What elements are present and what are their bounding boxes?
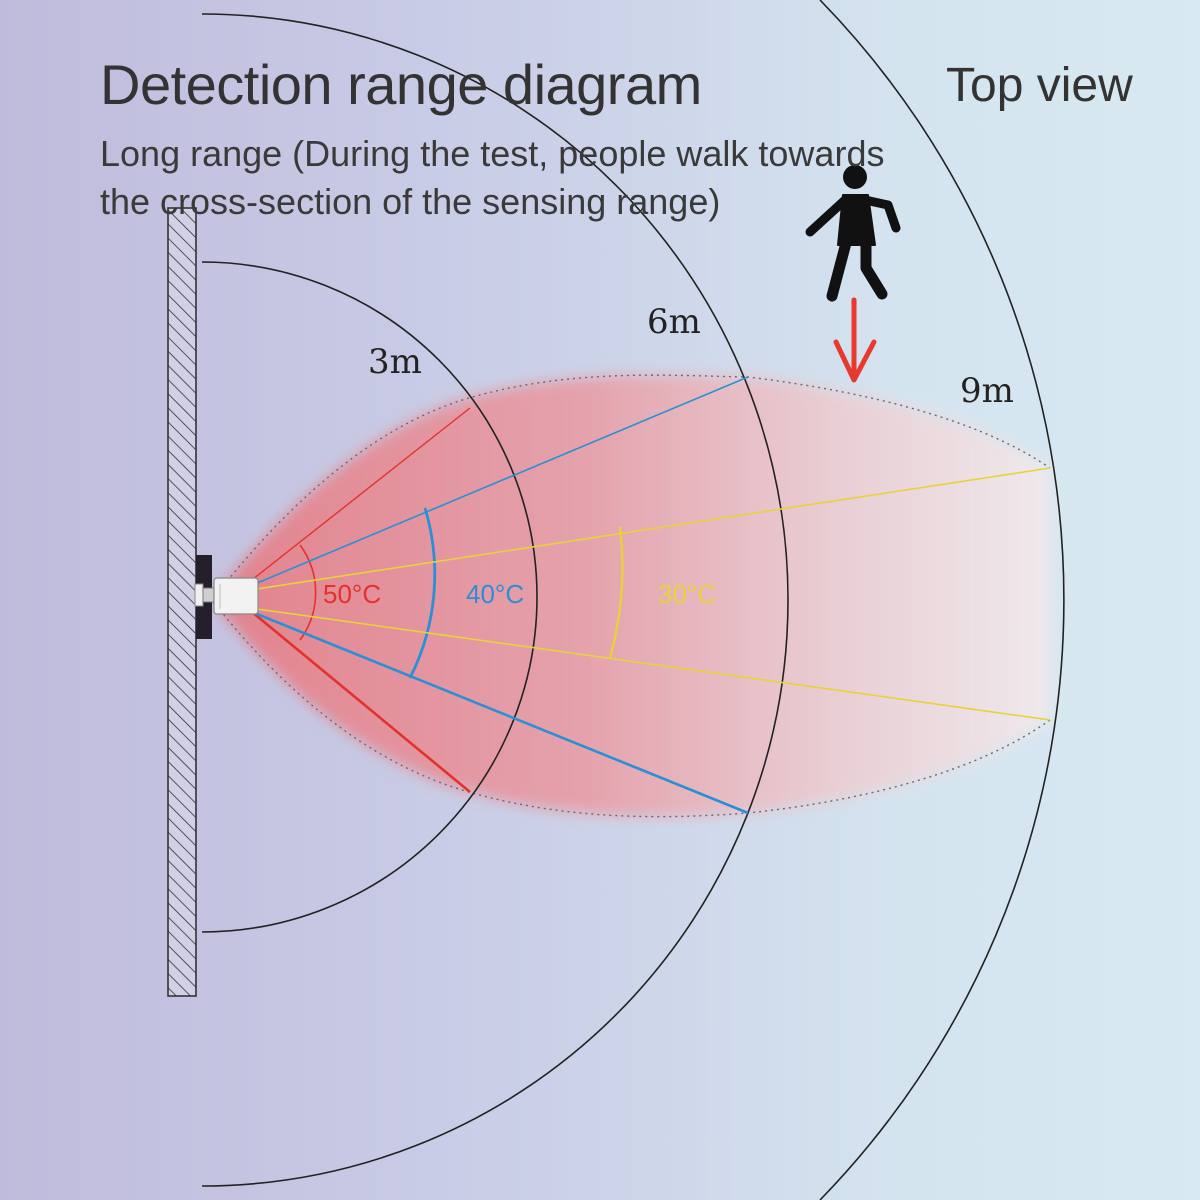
temperature-label-30c: 30°C xyxy=(658,579,716,609)
diagram-subtitle: Long range (During the test, people walk… xyxy=(100,130,884,226)
range-ring-6m xyxy=(201,13,789,1187)
zone-50c-lines xyxy=(247,407,471,794)
distance-label-9m: 9m xyxy=(960,371,1014,411)
view-label: Top view xyxy=(946,59,1133,112)
subtitle-line-2: the cross-section of the sensing range) xyxy=(100,181,721,222)
hatched-wall-icon xyxy=(167,207,197,997)
zone-30c-lines xyxy=(249,467,1051,721)
zone-40c-lines xyxy=(249,376,749,815)
walking-person-icon xyxy=(805,165,901,302)
subtitle-line-1: Long range (During the test, people walk… xyxy=(100,133,885,174)
distance-label-3m: 3m xyxy=(368,342,422,382)
diagram-title: Detection range diagram xyxy=(100,53,702,116)
distance-label-6m: 6m xyxy=(647,302,701,342)
detection-cone xyxy=(211,374,1051,818)
motion-sensor-icon xyxy=(194,555,259,639)
temperature-label-50c: 50°C xyxy=(323,579,381,609)
range-ring-3m xyxy=(201,261,538,933)
down-arrow-icon xyxy=(833,297,877,383)
range-ring-9m xyxy=(819,0,1065,1200)
temperature-label-40c: 40°C xyxy=(466,579,524,609)
